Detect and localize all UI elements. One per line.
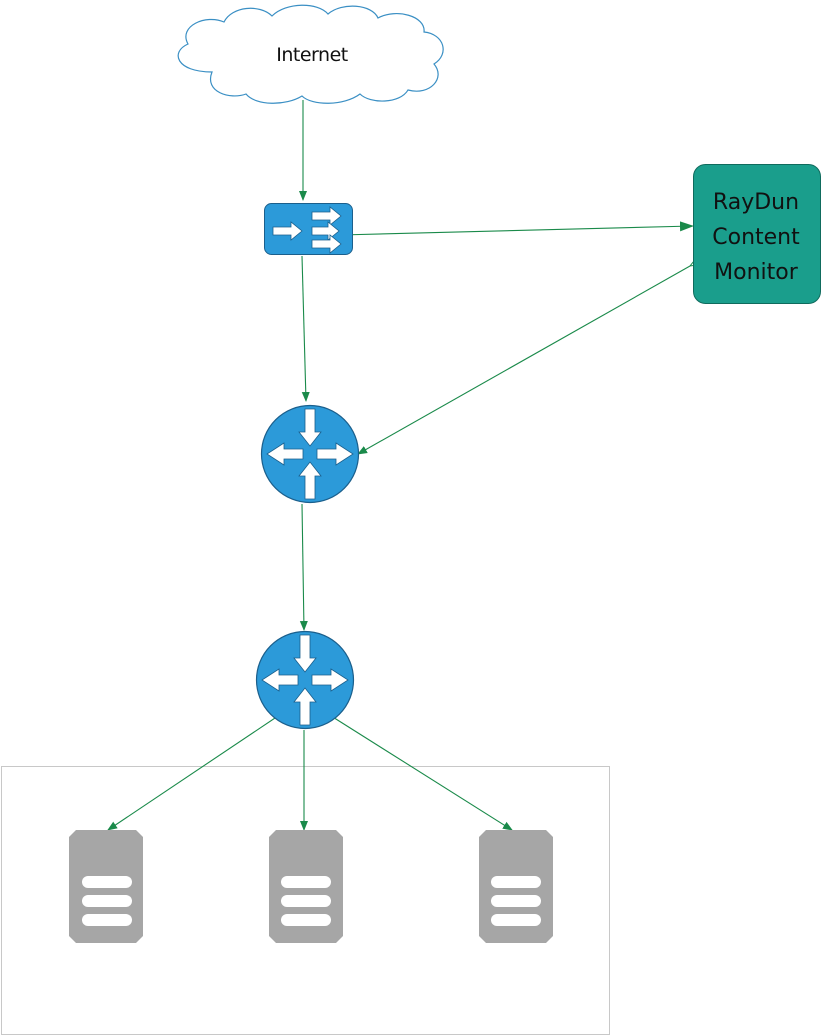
server-icon	[69, 830, 143, 943]
monitor-label-line-1: RayDun	[713, 190, 799, 215]
server-1	[69, 830, 143, 943]
internet-label: Internet	[276, 44, 347, 66]
router-top-node	[260, 404, 360, 504]
edge-router-bottom-to-server-1	[107, 713, 282, 831]
edge-router-top-to-router-bottom	[299, 503, 308, 631]
server-group-box	[1, 766, 610, 1035]
edge-switch-to-router-top	[301, 255, 310, 402]
monitor-label-line-2: Content	[712, 225, 800, 250]
monitor-box	[693, 164, 821, 304]
edge-monitor-router-top	[358, 266, 690, 454]
cloud-icon	[177, 4, 444, 104]
edge-switch-to-monitor	[339, 221, 694, 236]
switch-node	[264, 203, 353, 255]
server-icon	[479, 830, 553, 943]
server-icon	[269, 830, 343, 943]
edges	[107, 100, 694, 831]
monitor-node: RayDun Content Monitor	[693, 164, 821, 304]
router-bottom-node	[255, 630, 355, 730]
router-icon	[260, 404, 360, 504]
server-3	[479, 830, 553, 943]
monitor-label-line-3: Monitor	[714, 260, 799, 285]
edge-router-bottom-to-server-3	[327, 713, 513, 831]
router-icon	[255, 630, 355, 730]
server-2	[269, 830, 343, 943]
internet-node: Internet	[177, 4, 444, 104]
